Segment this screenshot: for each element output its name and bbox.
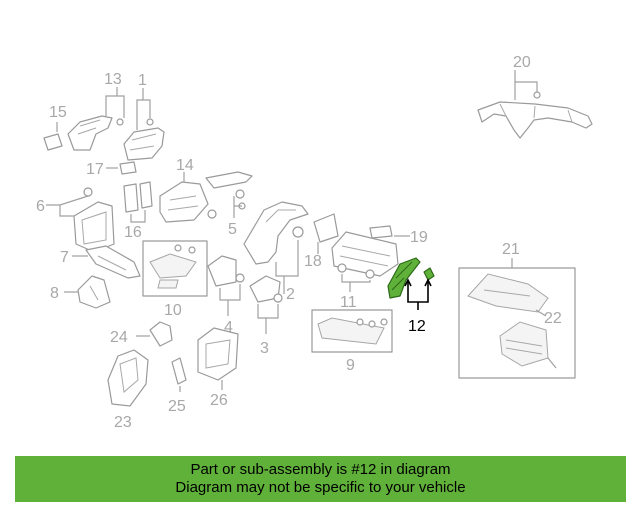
banner-line-1: Part or sub-assembly is #12 in diagram bbox=[190, 461, 451, 478]
callout-14: 14 bbox=[176, 157, 194, 174]
callout-15: 15 bbox=[49, 104, 67, 121]
part-18-bracket bbox=[313, 213, 339, 243]
callout-12: 12 bbox=[408, 318, 426, 335]
part-22-module bbox=[499, 321, 557, 369]
part-19-clip bbox=[369, 225, 393, 239]
callout-26: 26 bbox=[210, 392, 228, 409]
callout-1: 1 bbox=[138, 72, 147, 89]
leader-12 bbox=[404, 278, 432, 310]
part-9-panel bbox=[317, 317, 388, 345]
callout-5: 5 bbox=[228, 221, 237, 238]
callout-25: 25 bbox=[168, 398, 186, 415]
part-11-duct bbox=[331, 231, 399, 279]
part-1-clip bbox=[146, 118, 154, 126]
callout-24: 24 bbox=[110, 329, 128, 346]
part-3-panel bbox=[249, 275, 283, 303]
callout-9: 9 bbox=[346, 357, 355, 374]
part-5-trim bbox=[205, 171, 253, 210]
leader-11 bbox=[341, 274, 371, 292]
part-20-beam bbox=[477, 91, 593, 139]
callout-19: 19 bbox=[410, 229, 428, 246]
callout-17: 17 bbox=[86, 161, 104, 178]
callout-20: 20 bbox=[513, 54, 531, 71]
callout-2: 2 bbox=[286, 286, 295, 303]
callout-22: 22 bbox=[544, 310, 562, 327]
part-25-pin bbox=[171, 357, 187, 385]
leader-20 bbox=[514, 70, 538, 100]
part-14-hood bbox=[159, 181, 217, 223]
part-23-console bbox=[107, 349, 149, 407]
leader-2 bbox=[275, 240, 299, 294]
part-13-clip bbox=[116, 118, 124, 126]
leader-3 bbox=[257, 304, 279, 334]
leader-4 bbox=[219, 284, 241, 316]
part-10-tray bbox=[149, 244, 197, 289]
callout-3: 3 bbox=[260, 340, 269, 357]
callout-4: 4 bbox=[224, 319, 233, 336]
part-16-bracket bbox=[123, 181, 153, 213]
part-15-bracket bbox=[43, 133, 63, 151]
info-banner: Part or sub-assembly is #12 in diagram D… bbox=[15, 456, 626, 502]
part-1-panel bbox=[123, 127, 165, 161]
callout-11: 11 bbox=[340, 294, 357, 311]
leader-13 bbox=[105, 87, 125, 118]
part-7-panel bbox=[85, 245, 141, 279]
callout-13: 13 bbox=[104, 71, 122, 88]
callout-21: 21 bbox=[502, 241, 520, 258]
callout-8: 8 bbox=[50, 285, 59, 302]
banner-line-2: Diagram may not be specific to your vehi… bbox=[175, 479, 466, 496]
leader-22 bbox=[535, 309, 547, 317]
callout-10: 10 bbox=[164, 302, 182, 319]
part-4-panel bbox=[207, 255, 245, 287]
callout-18: 18 bbox=[304, 253, 322, 270]
leader-5 bbox=[233, 196, 242, 218]
part-17-clip bbox=[119, 161, 137, 175]
part-2-frame bbox=[243, 201, 309, 265]
leader-1 bbox=[136, 88, 151, 130]
part-12-highlighted bbox=[387, 257, 435, 299]
part-21-lid bbox=[467, 273, 549, 313]
callout-7: 7 bbox=[60, 249, 69, 266]
callout-6: 6 bbox=[36, 198, 45, 215]
callout-23: 23 bbox=[114, 414, 132, 431]
leader-6 bbox=[46, 195, 89, 217]
part-13-panel bbox=[67, 115, 113, 151]
part-8-cover bbox=[77, 275, 111, 309]
part-26-display bbox=[197, 327, 239, 381]
part-24-knob bbox=[149, 321, 173, 347]
leader-16 bbox=[130, 210, 146, 223]
part-6-bezel bbox=[73, 187, 115, 253]
callout-16: 16 bbox=[124, 224, 142, 241]
